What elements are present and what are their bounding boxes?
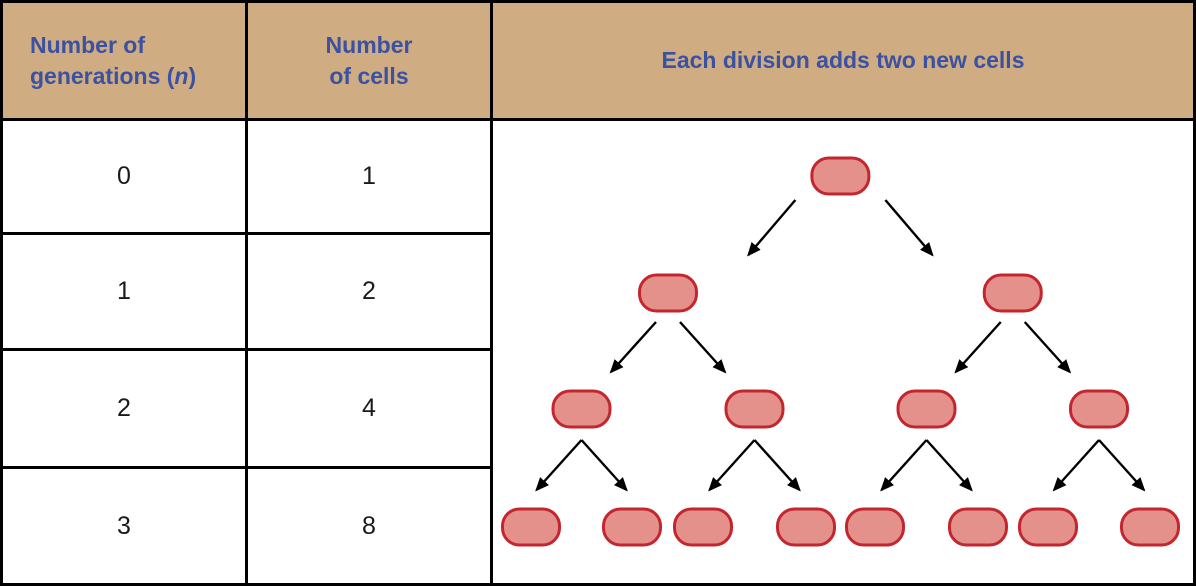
division-arrow — [580, 439, 628, 492]
generations-variable-n: n — [174, 62, 189, 89]
cell-node — [1018, 507, 1078, 547]
cell-node — [810, 156, 871, 196]
division-arrow — [747, 199, 797, 257]
cell-node — [982, 273, 1043, 313]
division-arrow — [884, 199, 934, 257]
division-tree — [501, 156, 1180, 547]
header-generations-line1: Number of — [30, 31, 145, 58]
header-generations: Number of generations (n) — [3, 3, 245, 118]
cells-value-row3: 8 — [248, 469, 490, 583]
division-arrow — [925, 439, 973, 492]
division-arrow — [1052, 439, 1100, 492]
division-arrow — [880, 439, 928, 492]
cell-node — [673, 507, 733, 547]
division-arrow — [954, 321, 1002, 374]
division-arrow — [753, 439, 801, 492]
cell-node — [501, 507, 561, 547]
generations-value-row2: 2 — [3, 351, 245, 466]
cell-node — [896, 389, 957, 429]
cell-node — [776, 507, 836, 547]
division-arrow — [679, 321, 727, 374]
division-arrow — [708, 439, 756, 492]
division-tree-panel — [493, 121, 1193, 583]
generations-value-row1: 1 — [3, 235, 245, 348]
cell-node — [1120, 507, 1180, 547]
cell-node — [948, 507, 1008, 547]
header-generations-line2: generations (n) — [30, 62, 197, 89]
division-arrow — [1023, 321, 1072, 374]
division-cells — [501, 156, 1180, 547]
division-arrow — [609, 321, 657, 374]
division-arrow — [535, 439, 583, 492]
cell-node — [845, 507, 905, 547]
generations-value-row3: 3 — [3, 469, 245, 583]
cells-value-row1: 2 — [248, 235, 490, 348]
cell-node — [602, 507, 662, 547]
cells-value-row2: 4 — [248, 351, 490, 466]
division-arrow — [1098, 439, 1146, 492]
cell-node — [551, 389, 612, 429]
diagram-title: Each division adds two new cells — [493, 3, 1193, 118]
generations-value-row0: 0 — [3, 121, 245, 232]
cell-node — [1069, 389, 1129, 429]
cell-node — [724, 389, 785, 429]
cells-value-row0: 1 — [248, 121, 490, 232]
division-arrows — [535, 199, 1146, 492]
cell-node — [638, 273, 698, 313]
header-cells: Number of cells — [248, 3, 490, 118]
